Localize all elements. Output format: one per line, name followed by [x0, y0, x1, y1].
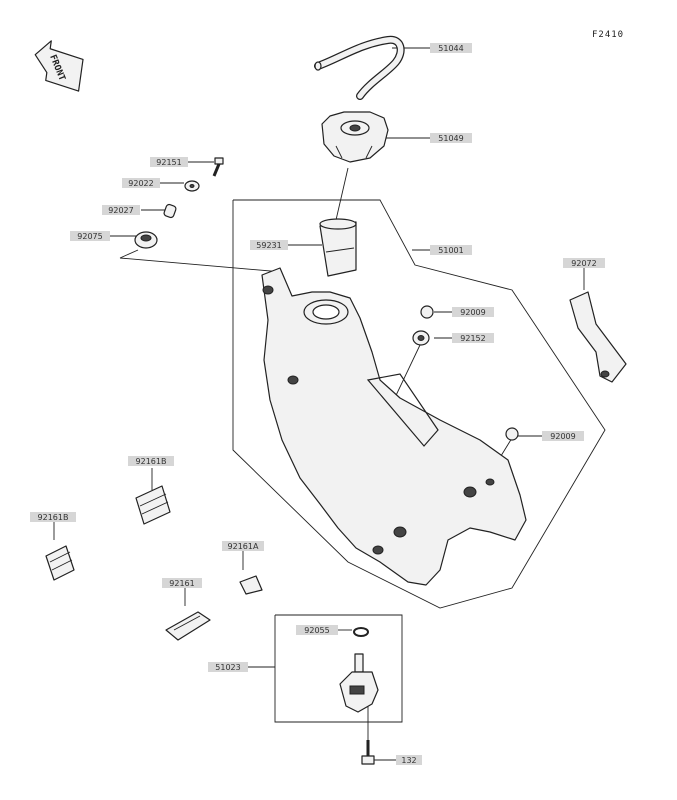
- front-arrow-icon: FRONT: [34, 40, 84, 92]
- callout-tag-bg: [208, 662, 248, 672]
- callout-92055: 92055: [296, 625, 338, 635]
- callout-label: 51001: [438, 246, 463, 255]
- callout-tag-bg: [430, 43, 472, 53]
- washer-92022: [184, 180, 200, 192]
- callout-51049: 51049: [430, 133, 472, 143]
- tank-band-92072: [569, 291, 627, 383]
- callout-label: 59231: [256, 241, 281, 250]
- callout-label: 92009: [460, 308, 485, 317]
- callout-label: 92161B: [136, 457, 167, 466]
- callout-label: 92161: [169, 579, 194, 588]
- assembly-frame: [232, 199, 606, 723]
- callout-92022: 92022: [122, 178, 160, 188]
- collar-92027: [163, 203, 177, 219]
- callout-92161Ba: 92161B: [128, 456, 174, 466]
- callout-tag-bg: [430, 133, 472, 143]
- callout-92009a: 92009: [452, 307, 494, 317]
- callout-label: 51023: [215, 663, 240, 672]
- callout-label: 51049: [438, 134, 463, 143]
- callout-tag-bg: [452, 307, 494, 317]
- callout-92009b: 92009: [542, 431, 584, 441]
- callout-label: 92151: [156, 158, 181, 167]
- grommet-92009-upper: [420, 305, 434, 319]
- bolt-132: [361, 740, 375, 765]
- callout-tag-bg: [542, 431, 584, 441]
- callout-tag-bg: [452, 333, 494, 343]
- bolt-92151: [212, 157, 224, 177]
- fuel-tank-cap: [321, 111, 389, 163]
- fuel-breather-hose: [314, 35, 405, 100]
- fuel-cock-51023: [339, 653, 379, 713]
- callout-tag-bg: [162, 578, 202, 588]
- callout-92151: 92151: [150, 157, 188, 167]
- callout-tag-bg: [128, 456, 174, 466]
- callout-label: 92027: [108, 206, 133, 215]
- callout-tag-bg: [122, 178, 160, 188]
- o-ring-92055: [353, 627, 369, 637]
- callout-tag-bg: [30, 512, 76, 522]
- callout-51001: 51001: [430, 245, 472, 255]
- callout-tag-bg: [563, 258, 605, 268]
- callout-label: 92161B: [38, 513, 69, 522]
- pad-92161B-lower: [45, 545, 75, 581]
- callout-label: 92055: [304, 626, 329, 635]
- callout-tag-bg: [150, 157, 188, 167]
- callout-label: 92022: [128, 179, 153, 188]
- callout-92027: 92027: [102, 205, 140, 215]
- callout-92161: 92161: [162, 578, 202, 588]
- pad-92161B-upper: [135, 485, 171, 525]
- callout-92072: 92072: [563, 258, 605, 268]
- callout-label: 92072: [571, 259, 596, 268]
- callout-labels: 51044 51049 92151 92022 92027 92075 59231 51001…: [30, 43, 605, 765]
- callout-label: 92161A: [228, 542, 259, 551]
- callout-59231: 59231: [250, 240, 288, 250]
- callout-tag-bg: [430, 245, 472, 255]
- damper-92152: [412, 330, 430, 346]
- callout-51023: 51023: [208, 662, 248, 672]
- strainer-59231: [319, 218, 357, 277]
- callout-tag-bg: [70, 231, 110, 241]
- callout-92075: 92075: [70, 231, 110, 241]
- callout-51044: 51044: [430, 43, 472, 53]
- damper-92075: [134, 231, 158, 249]
- callout-label: 92075: [77, 232, 102, 241]
- callout-label: 132: [401, 756, 416, 765]
- callout-92161A: 92161A: [222, 541, 264, 551]
- grommet-92009-lower: [505, 427, 519, 441]
- pad-92161: [165, 611, 211, 641]
- callout-92152: 92152: [452, 333, 494, 343]
- callout-tag-bg: [250, 240, 288, 250]
- callout-92161Bb: 92161B: [30, 512, 76, 522]
- callout-label: 51044: [438, 44, 463, 53]
- callout-tag-bg: [102, 205, 140, 215]
- callout-tag-bg: [396, 755, 422, 765]
- callout-tag-bg: [222, 541, 264, 551]
- callout-label: 92152: [460, 334, 485, 343]
- callout-tag-bg: [296, 625, 338, 635]
- callout-label: 92009: [550, 432, 575, 441]
- fuel-tank: [261, 267, 527, 586]
- figure-code: F2410: [592, 30, 624, 40]
- pad-92161A: [239, 575, 263, 595]
- callout-132: 132: [396, 755, 422, 765]
